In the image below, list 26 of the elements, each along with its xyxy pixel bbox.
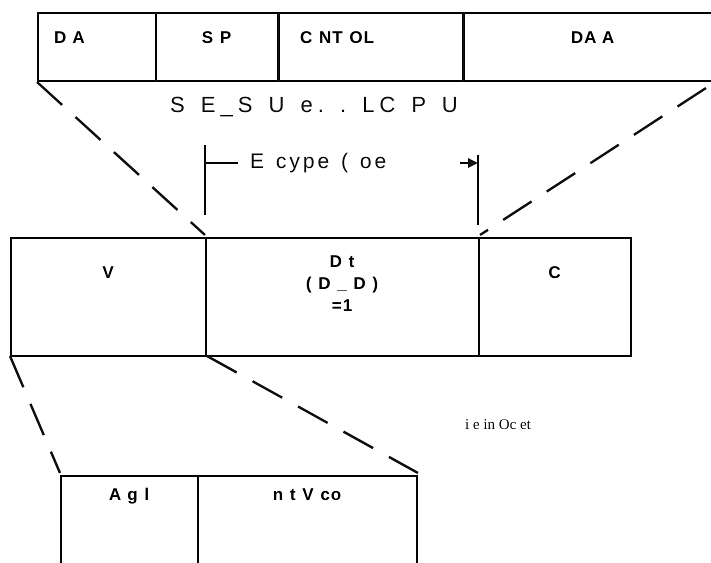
field-name: ( D _ D ) <box>304 273 380 295</box>
dashed-connector <box>206 354 419 474</box>
field-name: DA A <box>570 27 616 49</box>
dashed-connector <box>36 81 206 236</box>
field-cell <box>10 237 207 357</box>
note-text: i e in Oc et <box>465 417 531 434</box>
field-name: n t V co <box>272 484 344 506</box>
field-cell <box>155 12 279 82</box>
field-name: D t <box>328 251 356 273</box>
dashed-connector <box>479 86 707 236</box>
field-name: V <box>101 262 116 284</box>
field-cell <box>478 237 632 357</box>
field-cell <box>463 12 711 82</box>
field-cell <box>60 475 199 563</box>
field-cell <box>205 237 480 357</box>
field-cell <box>197 475 418 563</box>
field-name: A g l <box>108 484 152 506</box>
dashed-connector <box>8 356 62 474</box>
field-name: D A <box>53 27 87 49</box>
note-text: S E_S U e. . LC P U <box>170 92 463 118</box>
field-name: C <box>547 262 563 284</box>
field-name: S P <box>200 27 234 49</box>
field-cell <box>278 12 464 82</box>
field-name: =1 <box>330 295 354 317</box>
field-name: C NT OL <box>299 27 376 49</box>
field-cell <box>37 12 157 82</box>
